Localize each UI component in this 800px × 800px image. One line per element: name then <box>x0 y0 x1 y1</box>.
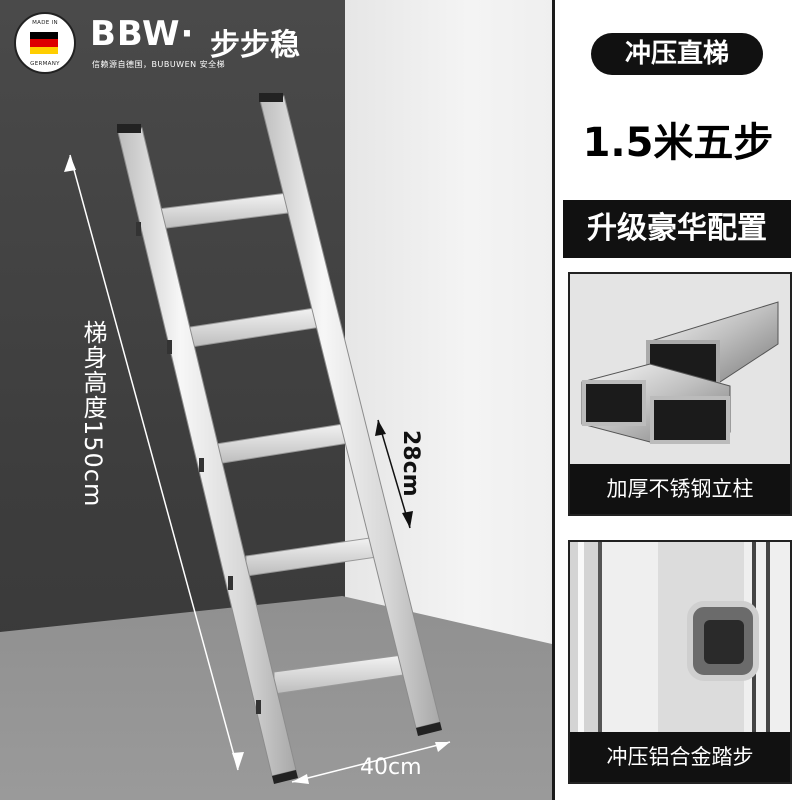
ladder-illustration <box>69 93 451 784</box>
rung-4 <box>245 535 385 577</box>
feature-caption-step: 冲压铝合金踏步 <box>570 732 790 782</box>
rung-1 <box>149 191 297 231</box>
panel-divider <box>552 0 555 800</box>
brand-name-en: BBW· <box>90 14 195 54</box>
brand-logo: MADE IN GERMANY BBW· 步步稳 信赖源自德国，BUBUWEN … <box>14 12 354 74</box>
badge-top-text: MADE IN <box>32 20 58 26</box>
step-spacing-label: 28cm <box>398 430 423 497</box>
product-photo: MADE IN GERMANY BBW· 步步稳 信赖源自德国，BUBUWEN … <box>0 0 552 800</box>
step-dimension-line <box>377 419 411 529</box>
width-dimension-line <box>291 741 451 783</box>
size-heading: 1.5米五步 <box>582 120 774 166</box>
badge-bottom-text: GERMANY <box>30 61 60 67</box>
feature-card-step: 冲压铝合金踏步 <box>568 540 792 784</box>
height-dimension-line <box>69 154 239 771</box>
feature-caption-tube: 加厚不锈钢立柱 <box>570 464 790 514</box>
feature-card-tube: 加厚不锈钢立柱 <box>568 272 792 516</box>
product-type-pill: 冲压直梯 <box>591 33 763 75</box>
rung-3 <box>215 421 357 465</box>
brand-name-cn: 步步稳 <box>210 28 300 63</box>
steel-tube-icon <box>570 274 790 464</box>
height-label: 梯身高度150cm <box>79 320 107 508</box>
stamped-step-icon <box>570 542 790 732</box>
german-flag-icon <box>30 32 58 54</box>
upgrade-banner: 升级豪华配置 <box>563 200 791 258</box>
rung-2 <box>183 305 329 349</box>
width-label: 40cm <box>360 755 422 780</box>
right-rail <box>259 95 441 729</box>
brand-subtitle: 信赖源自德国，BUBUWEN 安全梯 <box>92 60 226 69</box>
made-in-germany-badge: MADE IN GERMANY <box>14 12 76 74</box>
rung-5 <box>273 653 411 695</box>
